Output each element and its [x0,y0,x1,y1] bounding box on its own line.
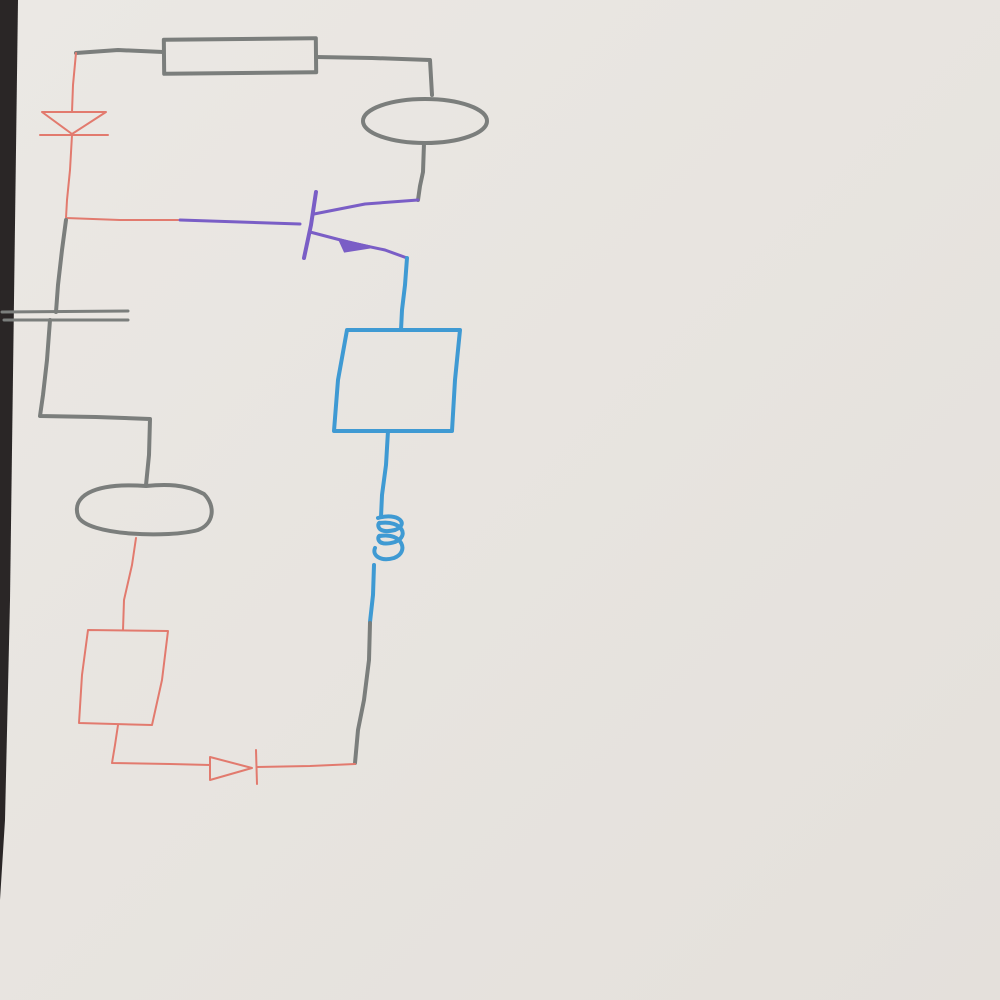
wire-cap-top [54,218,68,314]
wire-red-bottom [111,724,211,766]
wire-cap-bottom [38,318,152,487]
binder-edge [0,0,18,900]
wire-blue-mid [379,429,390,519]
wire-blue-low [368,563,376,624]
transistor-emitter-arrow [337,237,371,253]
diode-left [39,111,109,136]
inductor-coil [372,514,405,562]
wire-red-bottom-right [256,763,356,768]
wire-red-left-top [71,52,77,113]
right-blue-branch [332,256,462,624]
left-capacitor-branch [0,218,214,537]
bottom-red-branch [78,537,356,785]
transistor [178,190,420,260]
wire-gray-right-bottom [353,621,372,765]
top-branch [74,36,489,202]
wire-blue-top [399,256,409,332]
capacitor-plates [0,309,130,322]
wire-top-right [314,55,434,97]
lamp-bottom [74,483,214,537]
transistor-collector [312,198,420,216]
wire-lamp-to-collector [416,141,426,202]
transistor-base-wire [178,218,302,226]
resistor-red [78,629,169,726]
wire-red-left-down [65,134,179,221]
left-diode-branch [39,52,179,221]
wire-red-lamp-to-resistor [122,537,137,631]
transistor-base-bar [302,190,318,260]
resistor-blue [332,328,462,433]
wire-top-left [74,48,165,55]
